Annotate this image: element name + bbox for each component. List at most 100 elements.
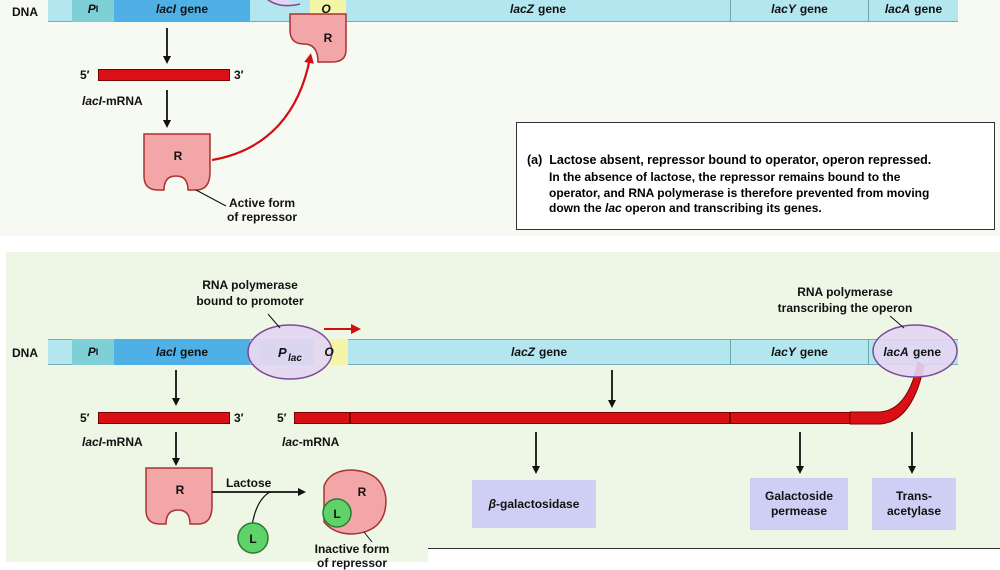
panel-a-active-repressor: R [143,133,211,191]
transacetylase-line-1: Trans- [895,489,932,503]
active-form-line: Active form [228,196,296,210]
panel-a-mrna-label: lacI-mRNA [82,94,143,108]
arrow-repressor-to-operator [211,53,314,162]
caption-line-2: operator, and RNA polymerase is therefor… [549,185,930,200]
transacetylase-line-2: acetylase [886,504,942,518]
panel-b-laca-name: lacA [883,345,908,359]
laci-name: lacI [155,2,176,16]
panel-b-laca-segment [868,339,958,365]
lac-mrna-lacz-part [350,412,730,424]
panel-b-lacz-gene: lacZ gene [348,339,730,365]
panel-b-repressor-letter: R [176,483,185,497]
caption-line-1: In the absence of lactose, the repressor… [549,170,901,184]
lacy-name: lacY [771,2,796,16]
caption-heading: Lactose absent, repressor bound to opera… [549,153,932,167]
rnap-transcribing: lacA gene [872,324,958,378]
panel-b-lac-mrna-5prime: 5′ [277,411,287,425]
free-lactose-molecule: L [237,522,269,554]
lacy-name: lacY [771,345,796,359]
mrna-label-suffix: -mRNA [102,94,143,108]
panel-b-laci-gene: lacI gene [114,339,250,365]
rnap-on-promoter: P lac O [247,324,334,380]
lacz-name: lacZ [509,2,534,16]
plac-letter: P [278,345,287,360]
active-form-pointer [195,189,227,207]
transacetylase-box: Trans- acetylase [872,478,956,530]
plac-subscript: lac [288,353,302,364]
panel-b-lac-mrna-label: lac-mRNA [282,435,339,449]
gene-word: gene [180,345,209,359]
pi-subscript: I [95,347,99,357]
rnap-promoter-pointer [267,313,281,329]
lac-mrna-plac-part [294,412,350,424]
lactose-letter: L [249,532,256,546]
rnap-promoter-label: RNA polymerase bound to promoter [170,277,330,309]
beta-galactosidase-box: β-galactosidase [472,480,596,528]
beta-symbol: β [488,496,497,511]
panel-b-laci-mrna-3prime: 3′ [234,411,244,425]
panel-a-mrna-5prime: 5′ [80,68,90,82]
active-repressor-letter: R [174,149,183,163]
rnap-transcribing-line-1: RNA polymerase [797,285,893,299]
lactose-join-curve [251,491,271,527]
laci-name: lacI [155,345,176,359]
lac-mrna-italic: lac [282,435,299,449]
panel-a-polymerase-edge [267,0,301,7]
panel-a-mrna-3prime: 3′ [234,68,244,82]
panel-b-laci-mrna-label: lacI-mRNA [82,435,143,449]
inactive-repressor-letter: R [358,485,367,499]
galactoside-permease-box: Galactoside permease [750,478,848,530]
panel-b-active-repressor: R [145,467,213,525]
panel-b-dna-label: DNA [12,346,38,360]
pi-letter: P [87,2,96,16]
caption-line-3-post: operon and transcribing its genes. [621,201,822,215]
gene-word: gene [180,2,209,16]
rnap-promoter-line-2: bound to promoter [196,294,304,308]
operator-letter: O [321,2,331,16]
pi-subscript: I [95,4,99,14]
inactive-form-pointer [363,531,373,543]
rnap-transcribing-line-2: transcribing the operon [777,301,913,315]
mrna-label-italic: lacI [82,94,103,108]
caption-line-3-pre: down the [549,201,605,215]
panel-a-laci-mrna [98,69,230,81]
gene-word: gene [799,345,828,359]
caption-line-3-italic: lac [605,201,622,215]
panel-a-lacz-gene: lacZ gene [346,0,730,22]
panel-a-bound-repressor: R [289,13,347,63]
caption-heading-row: (a) Lactose absent, repressor bound to o… [527,153,931,167]
caption-tag: (a) [527,153,543,167]
panel-b-laci-mrna-5prime: 5′ [80,411,90,425]
caption-body: In the absence of lactose, the repressor… [549,170,929,217]
gene-word: gene [914,2,943,16]
inactive-form-line: Inactive form [314,542,390,556]
gene-word: gene [539,345,568,359]
rnap-transcribing-pointer [889,315,905,329]
caption-line-3: down the lac operon and transcribing its… [549,201,929,217]
of-repressor-line: of repressor [226,210,298,224]
panel-b-laci-mrna [98,412,230,424]
pi-letter: P [87,345,96,359]
panel-a-dna-label: DNA [12,5,38,19]
gene-word: gene [538,2,567,16]
panel-a-laci-gene: lacI gene [114,0,250,22]
permease-line-2: permease [770,504,828,518]
laca-name: lacA [884,2,911,16]
mrna-suffix: -mRNA [298,435,340,449]
bound-repressor-letter: R [324,31,333,45]
rnap-transcribing-label: RNA polymerase transcribing the operon [760,284,930,316]
bound-lactose-letter: L [333,507,340,521]
panel-b-laca-gene-word: gene [913,345,941,359]
panel-a-active-form-label: Active form of repressor [212,196,312,224]
inactive-repressor: R L [322,469,387,535]
lacz-name: lacZ [510,345,535,359]
gene-word: gene [799,2,828,16]
mrna-suffix: -mRNA [102,435,143,449]
laci-mrna-italic: lacI [82,435,103,449]
